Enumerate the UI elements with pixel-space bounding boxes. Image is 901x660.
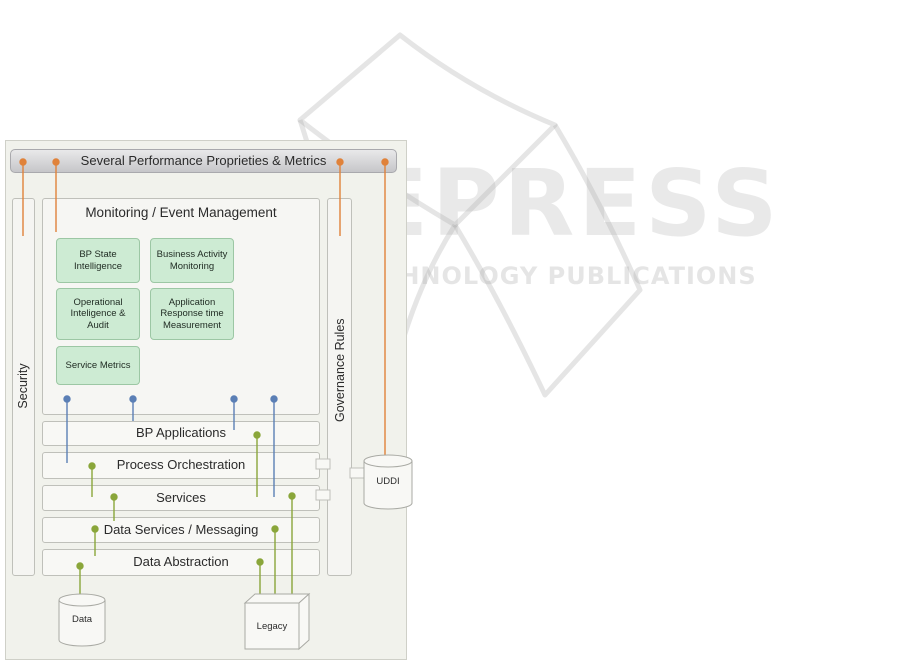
green-dot (256, 558, 264, 566)
module-service-metrics: Service Metrics (56, 346, 140, 385)
legacy-label: Legacy (256, 621, 288, 632)
orange-dot (336, 158, 344, 166)
data-cylinder-icon (58, 593, 106, 647)
legacy-cube-icon (243, 592, 311, 651)
blue-dot (129, 395, 137, 403)
module-operational-intelligence: Operational Inteligence & Audit (56, 288, 140, 340)
green-dot (110, 493, 118, 501)
uddi-cylinder-icon (363, 454, 413, 510)
orange-dot (381, 158, 389, 166)
green-dot (88, 462, 96, 470)
blue-dot (63, 395, 71, 403)
green-dot (288, 492, 296, 500)
orange-dot (19, 158, 27, 166)
green-dot (253, 431, 261, 439)
blue-dot (230, 395, 238, 403)
blue-dot (270, 395, 278, 403)
green-dot (271, 525, 279, 533)
governance-column (327, 198, 352, 576)
data-label: Data (71, 614, 93, 625)
orange-dot (52, 158, 60, 166)
green-dot (76, 562, 84, 570)
performance-metrics-bar: Several Performance Proprieties & Metric… (10, 149, 397, 173)
module-bp-state-intelligence: BP State Intelligence (56, 238, 140, 283)
layer-data-abstraction: Data Abstraction (42, 549, 320, 576)
uddi-label: UDDI (376, 476, 400, 487)
module-application-response-time: Application Response time Measurement (150, 288, 234, 340)
module-business-activity-monitoring: Business Activity Monitoring (150, 238, 234, 283)
green-dot (91, 525, 99, 533)
